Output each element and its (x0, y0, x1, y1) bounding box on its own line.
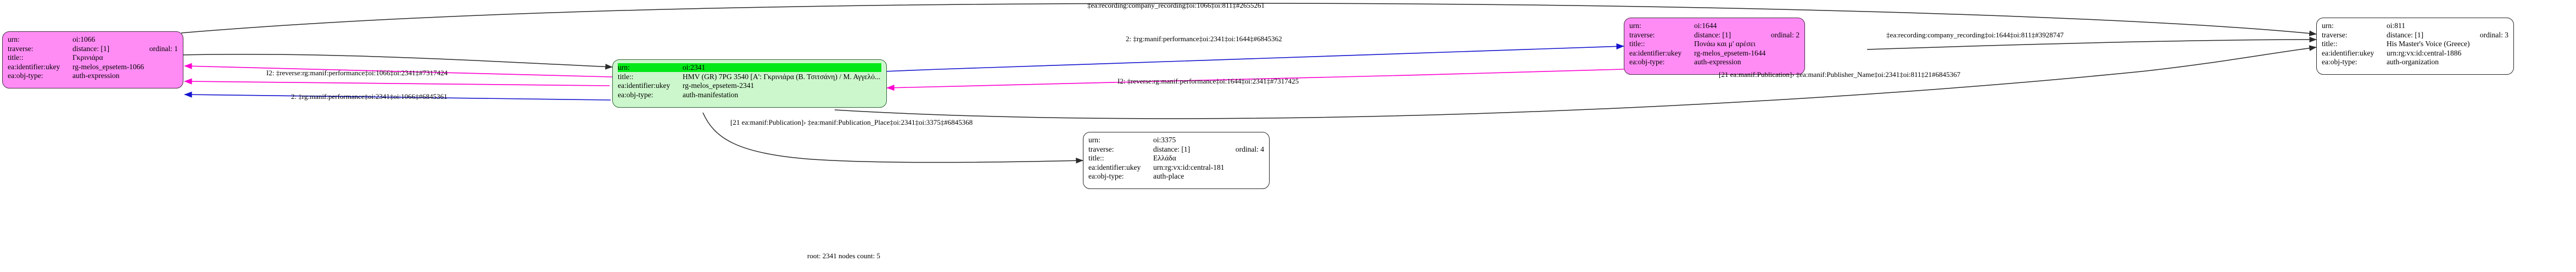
row-key: title:: (618, 72, 634, 81)
row-value: oi:2341 (683, 63, 881, 73)
edge-label-publication-place: [21 ea:manif:Publication]› ‡ea:manif:Pub… (730, 118, 973, 126)
row-key: ea:obj-type: (2322, 58, 2357, 66)
row-key: ea:obj-type: (1629, 58, 1665, 66)
row-value: rg-melos_epsetem-1066 (72, 62, 144, 71)
row-value: auth-expression (1694, 58, 1741, 66)
row-value: Γκρινιάρα (72, 53, 103, 62)
node-row: title:: HMV (GR) 7PG 3540 [Α': Γκρινιάρα… (618, 73, 881, 82)
node-row: ea:identifier:ukey urn:rg:vx:id:central-… (2322, 49, 2508, 58)
row-value-2: ordinal: 1 (149, 44, 178, 53)
row-value: urn:rg:vx:id:central-181 (1153, 163, 1225, 171)
row-key: ea:identifier:ukey (2322, 48, 2374, 57)
node-oi-1644[interactable]: urn: oi:1644 traverse: distance: [1] ord… (1624, 18, 1805, 75)
row-value: Ελλάδα (1153, 154, 1176, 162)
row-value: HMV (GR) 7PG 3540 [Α': Γκρινιάρα (Β. Τσι… (683, 72, 881, 81)
edge-label-perf-2341-1066: 2: ‡rg:manif:performance‡oi:2341‡oi:1066… (291, 92, 448, 101)
row-value: oi:3375 (1153, 136, 1176, 144)
row-key: ea:identifier:ukey (8, 62, 60, 71)
node-row: urn: oi:3375 (1088, 136, 1264, 145)
row-key: traverse: (1088, 145, 1114, 153)
row-value: distance: [1] (1694, 30, 1731, 39)
node-oi-2341[interactable]: urn: oi:2341 title:: HMV (GR) 7PG 3540 [… (612, 59, 887, 108)
row-value: auth-expression (72, 71, 120, 80)
row-key: urn: (8, 35, 20, 43)
row-key: ea:obj-type: (8, 71, 43, 80)
node-row: urn: oi:1066 (8, 35, 178, 45)
row-key: title:: (8, 53, 24, 62)
row-value: His Master's Voice (Greece) (2387, 40, 2470, 48)
node-row: traverse: distance: [1] ordinal: 2 (1629, 31, 1800, 40)
row-key: ea:obj-type: (618, 90, 653, 99)
row-key: urn: (2322, 21, 2334, 30)
edge-label-recording-1066-811: ‡ea:recording:company_recording‡oi:1066‡… (1087, 1, 1265, 9)
row-value: auth-organization (2387, 58, 2439, 66)
node-row: ea:obj-type: auth-organization (2322, 58, 2508, 67)
row-value-2: ordinal: 3 (2479, 30, 2508, 39)
row-key: title:: (1629, 40, 1645, 48)
row-key: traverse: (8, 44, 33, 53)
node-row: ea:obj-type: auth-expression (1629, 58, 1800, 67)
node-row: urn: oi:811 (2322, 21, 2508, 31)
row-value: oi:811 (2387, 21, 2406, 30)
node-row: urn: oi:1644 (1629, 21, 1800, 31)
node-row: title:: Πονάω και μ' αρέσει (1629, 40, 1800, 49)
node-row: ea:identifier:ukey urn:rg:vx:id:central-… (1088, 163, 1264, 173)
row-key: ea:identifier:ukey (1629, 48, 1682, 57)
row-key: ea:obj-type: (1088, 172, 1124, 180)
row-key: ea:identifier:ukey (618, 81, 670, 90)
row-value: rg-melos_epsetem-2341 (683, 81, 755, 90)
row-value: auth-place (1153, 172, 1184, 180)
node-row-highlighted: urn: oi:2341 (618, 63, 881, 73)
row-value: rg-melos_epsetem-1644 (1694, 48, 1766, 57)
node-row: title:: Γκρινιάρα (8, 53, 178, 63)
node-row: traverse: distance: [1] ordinal: 1 (8, 45, 178, 54)
node-row: ea:identifier:ukey rg-melos_epsetem-1066 (8, 63, 178, 72)
node-row: traverse: distance: [1] ordinal: 4 (1088, 145, 1264, 154)
row-value-2: ordinal: 2 (1770, 30, 1800, 39)
node-row: title:: His Master's Voice (Greece) (2322, 40, 2508, 49)
row-value: oi:1066 (72, 35, 96, 43)
row-key: urn: (618, 63, 683, 73)
row-key: traverse: (2322, 30, 2348, 39)
row-value: distance: [1] (2387, 30, 2424, 39)
edge-label-rev-perf-1066-2341: I2: ‡reverse:rg:manif:performance‡oi:106… (266, 69, 448, 77)
row-key: urn: (1088, 136, 1100, 144)
edge-label-perf-2341-1644: 2: ‡rg:manif:performance‡oi:2341‡oi:1644… (1126, 35, 1282, 43)
node-oi-811[interactable]: urn: oi:811 traverse: distance: [1] ordi… (2316, 18, 2514, 75)
edge-label-rev-perf-1644-2341: I2: ‡reverse:rg:manif:performance‡oi:164… (1117, 77, 1299, 85)
row-key: title:: (2322, 40, 2338, 48)
node-row: traverse: distance: [1] ordinal: 3 (2322, 31, 2508, 40)
row-value: oi:1644 (1694, 21, 1717, 30)
row-value: distance: [1] (72, 44, 110, 53)
node-row: ea:identifier:ukey rg-melos_epsetem-1644 (1629, 49, 1800, 58)
row-key: ea:identifier:ukey (1088, 163, 1141, 171)
edge-label-recording-1644-811: ‡ea:recording:company_recording‡oi:1644‡… (1886, 31, 2064, 39)
row-value: auth-manifestation (683, 90, 739, 99)
row-key: title:: (1088, 154, 1104, 162)
node-row: ea:obj-type: auth-manifestation (618, 91, 881, 100)
row-value-2: ordinal: 4 (1235, 145, 1264, 153)
row-key: urn: (1629, 21, 1641, 30)
edge-label-publisher-name: [21 ea:manif:Publication]› ‡ea:manif:Pub… (1719, 70, 1960, 79)
node-oi-3375[interactable]: urn: oi:3375 traverse: distance: [1] ord… (1083, 132, 1270, 189)
row-value: Πονάω και μ' αρέσει (1694, 40, 1756, 48)
row-key: traverse: (1629, 30, 1655, 39)
node-oi-1066[interactable]: urn: oi:1066 traverse: distance: [1] ord… (2, 31, 183, 88)
row-value: distance: [1] (1153, 145, 1191, 153)
node-row: title:: Ελλάδα (1088, 154, 1264, 163)
graph-caption: root: 2341 nodes count: 5 (807, 252, 880, 260)
row-value: urn:rg:vx:id:central-1886 (2387, 48, 2462, 57)
node-row: ea:obj-type: auth-place (1088, 172, 1264, 181)
node-row: ea:obj-type: auth-expression (8, 71, 178, 81)
node-row: ea:identifier:ukey rg-melos_epsetem-2341 (618, 81, 881, 91)
